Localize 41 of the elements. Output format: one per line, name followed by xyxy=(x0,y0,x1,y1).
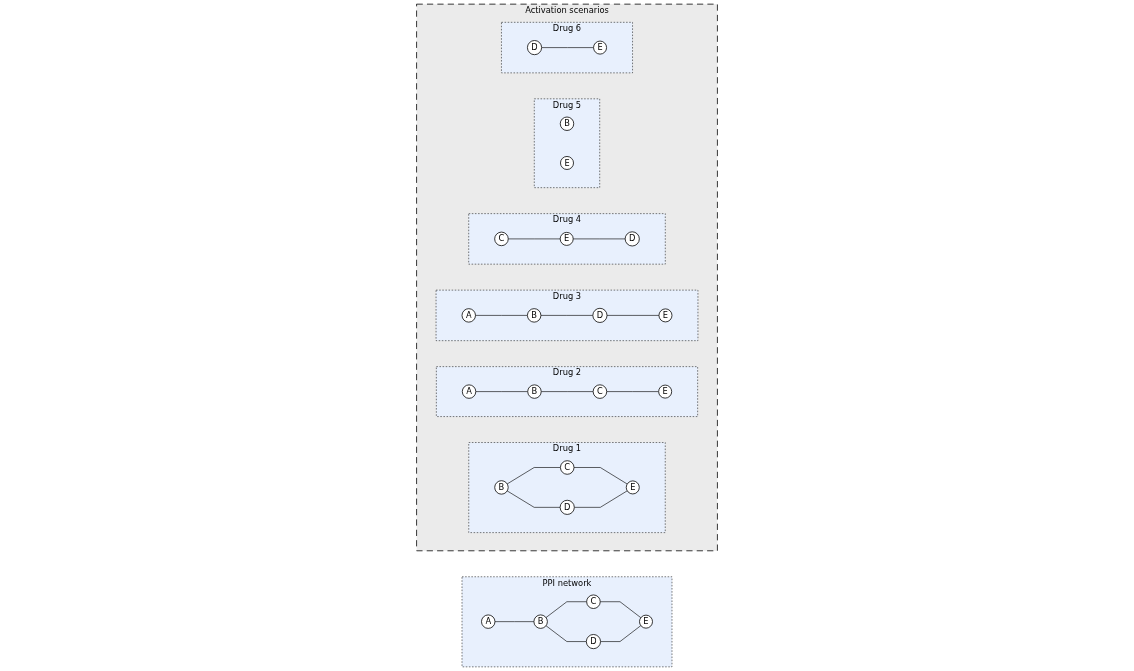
connector xyxy=(540,315,594,316)
node-circle: B xyxy=(527,384,542,399)
connector xyxy=(606,391,659,392)
node-circle: B xyxy=(559,116,575,131)
node-circle: C xyxy=(494,231,509,247)
connector xyxy=(540,391,594,392)
node-circle: B xyxy=(527,308,542,323)
node-circle: A xyxy=(461,384,477,399)
connector xyxy=(541,47,594,48)
node-circle: D xyxy=(585,634,601,650)
node-circle: C xyxy=(592,384,608,399)
node-circle: E xyxy=(658,384,673,399)
connector xyxy=(545,625,587,642)
connector xyxy=(506,490,561,508)
node-circle: E xyxy=(639,614,653,629)
connector xyxy=(494,621,535,622)
node-circle: E xyxy=(560,156,574,170)
connector xyxy=(545,601,587,618)
node-circle: B xyxy=(533,614,548,629)
connector xyxy=(507,238,561,240)
node-circle: B xyxy=(494,480,509,495)
node-circle: A xyxy=(481,614,496,629)
node-circle: D xyxy=(624,231,640,247)
connector xyxy=(573,467,628,485)
connector xyxy=(506,467,561,485)
node-circle: E xyxy=(658,308,673,323)
connector xyxy=(606,315,660,316)
node-circle: A xyxy=(461,308,476,323)
node-circle: E xyxy=(593,40,607,55)
node-circle: D xyxy=(527,40,542,56)
node-circle: C xyxy=(560,460,575,475)
node-circle: C xyxy=(586,594,601,609)
node-circle: E xyxy=(559,232,574,246)
node-circle: D xyxy=(559,499,575,515)
connector xyxy=(599,601,642,618)
connector xyxy=(572,238,626,240)
node-circle: D xyxy=(592,307,608,323)
node-circle: E xyxy=(625,480,640,495)
connector xyxy=(600,625,642,642)
connector xyxy=(475,391,529,392)
connector xyxy=(475,315,528,316)
